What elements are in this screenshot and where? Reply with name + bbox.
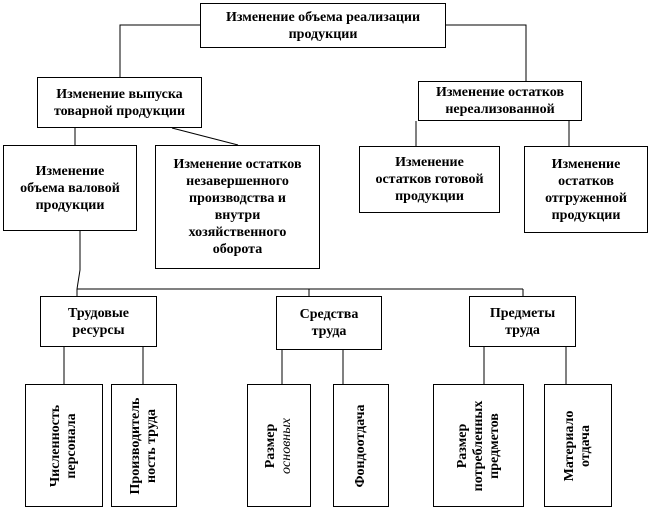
shipped-goods-line4: продукции (551, 207, 621, 223)
wip-change-box: Изменение остатков незавершенного произв… (155, 145, 320, 269)
means-of-labor-line1: Средства (299, 307, 359, 322)
productivity-box: Производитель ность труда (111, 384, 177, 507)
finished-goods-line3: продукции (395, 189, 464, 204)
productivity-line1: Производитель (128, 397, 143, 494)
connector-root-right (446, 24, 527, 81)
fixed-assets-box: Размер основных (247, 384, 311, 507)
unsold-change-box: Изменение остатков нереализованной (418, 81, 582, 121)
finished-goods-box: Изменение остатков готовой продукции (359, 146, 500, 213)
material-productivity-text: Материало отдача (562, 410, 594, 481)
productivity-text: Производитель ность труда (128, 397, 160, 494)
objects-of-labor-line2: труда (505, 322, 540, 338)
root-line2: продукции (288, 26, 358, 42)
fixed-assets-line1: Размер (263, 423, 278, 468)
shipped-goods-line3: отгруженной (545, 190, 627, 206)
material-productivity-line2: отдача (578, 424, 593, 467)
labor-resources-line1: Трудовые (68, 305, 129, 321)
labor-resources-line2: ресурсы (72, 322, 125, 338)
means-of-labor-box: Средства труда (276, 296, 382, 350)
consumed-objects-box: Размер потребленных предметов (433, 384, 524, 507)
material-productivity-line1: Материало (562, 410, 577, 481)
headcount-line1: Численность (48, 404, 63, 487)
consumed-objects-line1: Размер (454, 423, 470, 468)
gross-output-line1: Изменение (35, 163, 105, 179)
capital-productivity-box: Фондоотдача (333, 384, 389, 507)
wip-change-line5: хозяйственного (188, 225, 287, 240)
gross-output-line3: продукции (35, 197, 105, 213)
connector-output-wip (171, 127, 239, 146)
capital-productivity-text: Фондоотдача (353, 404, 369, 487)
output-change-line2: товарной продукции (53, 103, 186, 119)
productivity-line2: ность труда (144, 408, 159, 483)
shipped-goods-line2: остатков (558, 173, 614, 189)
shipped-goods-box: Изменение остатков отгруженной продукции (524, 146, 648, 233)
root-line1: Изменение объема реализации (225, 9, 421, 25)
finished-goods-line1: Изменение (395, 155, 464, 170)
gross-output-box: Изменение объема валовой продукции (3, 145, 137, 231)
connector-root-left (119, 24, 200, 77)
headcount-line2: персонала (64, 412, 79, 479)
output-change-box: Изменение выпуска товарной продукции (37, 77, 202, 128)
finished-goods-line2: остатков готовой (375, 172, 484, 187)
objects-of-labor-box: Предметы труда (469, 296, 576, 347)
fixed-assets-text: Размер основных (263, 418, 295, 474)
material-productivity-box: Материало отдача (544, 384, 612, 507)
wip-change-line1: Изменение остатков (173, 157, 302, 172)
wip-change-line3: производства и (189, 191, 286, 206)
consumed-objects-line3: предметов (486, 412, 502, 479)
unsold-change-line2: нереализованной (445, 102, 555, 117)
connector-gross-bus (76, 231, 81, 290)
wip-change-line2: незавершенного (186, 174, 289, 189)
headcount-text: Численность персонала (48, 404, 80, 486)
root-volume-change-box: Изменение объема реализации продукции (200, 3, 446, 48)
objects-of-labor-line1: Предметы (489, 305, 556, 321)
means-of-labor-line2: труда (311, 324, 347, 339)
headcount-box: Численность персонала (25, 384, 103, 507)
wip-change-line6: оборота (212, 242, 263, 257)
capital-productivity-line1: Фондоотдача (353, 403, 368, 488)
consumed-objects-text: Размер потребленных предметов (455, 400, 503, 491)
gross-output-line2: объема валовой (20, 180, 120, 196)
fixed-assets-line2: основных (279, 417, 294, 474)
shipped-goods-line1: Изменение (551, 156, 621, 172)
wip-change-line4: внутри (214, 208, 261, 223)
unsold-change-line1: Изменение остатков (435, 85, 565, 100)
labor-resources-box: Трудовые ресурсы (40, 296, 157, 347)
output-change-line1: Изменение выпуска (56, 86, 183, 102)
consumed-objects-line2: потребленных (470, 400, 486, 491)
